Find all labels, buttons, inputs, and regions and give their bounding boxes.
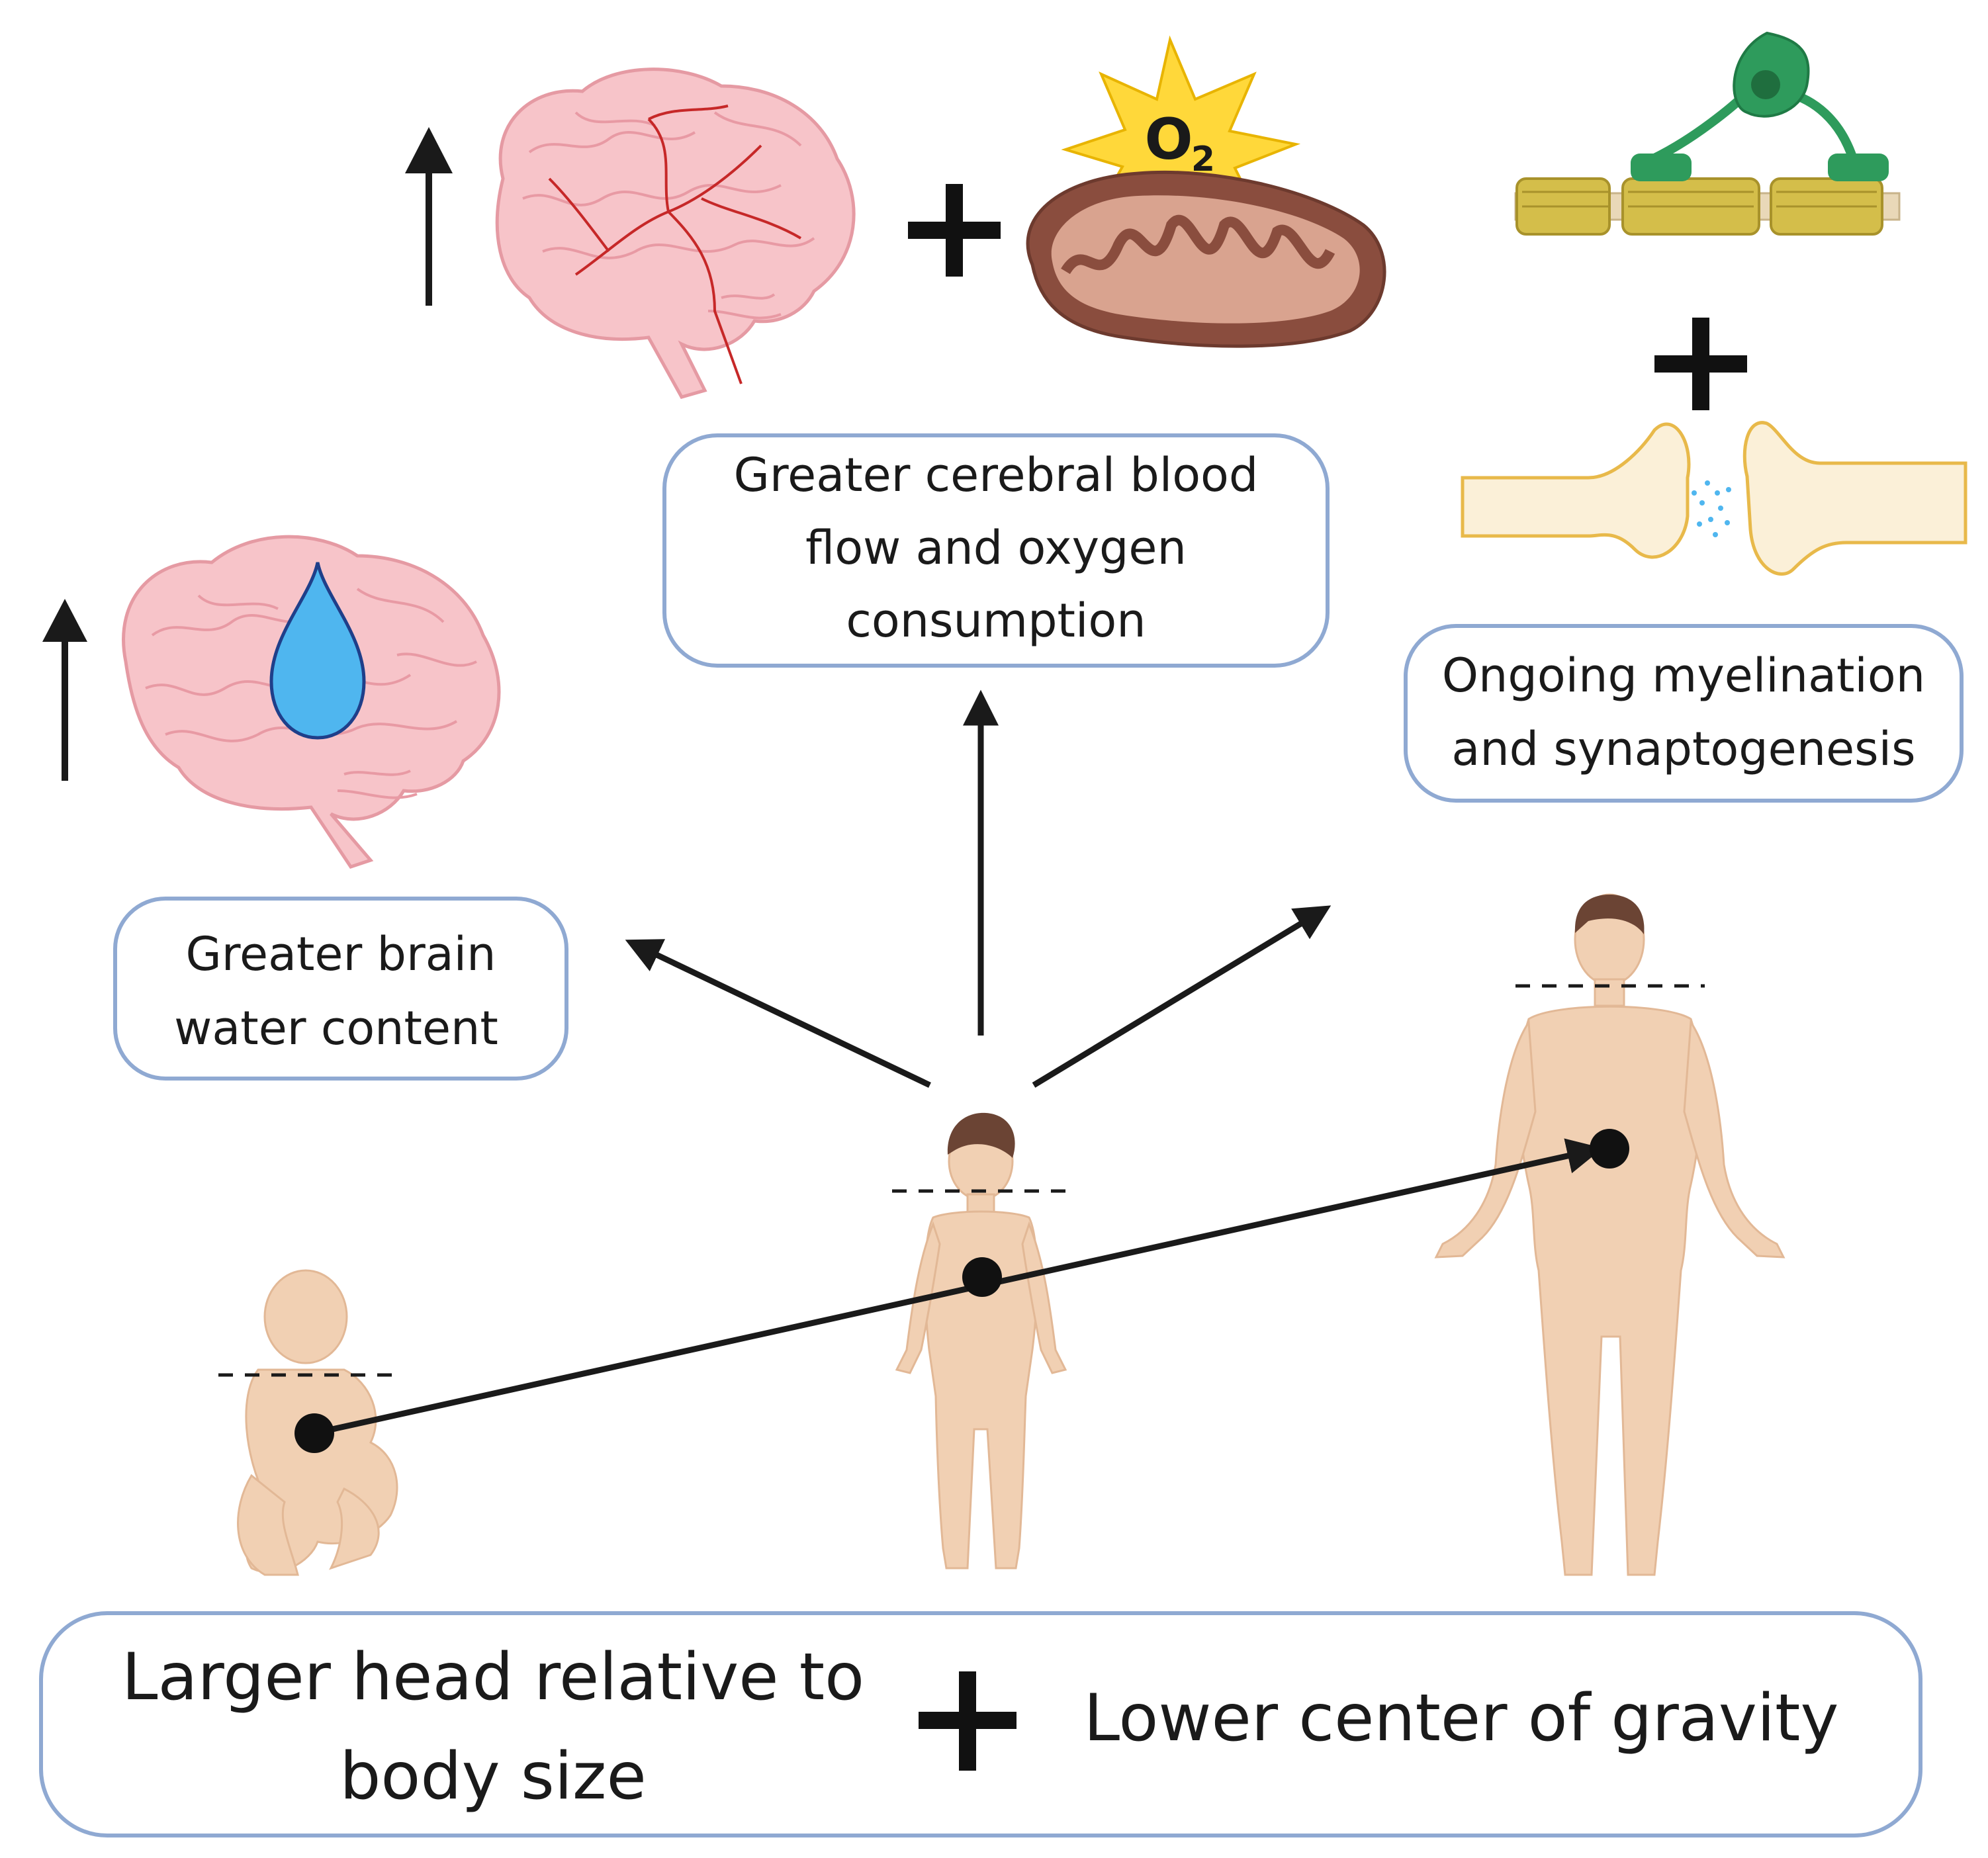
center-of-gravity-trend [294,1129,1629,1453]
water-content-box: Greater brain water content [113,897,568,1081]
water-content-line-1: Greater brain [186,927,496,981]
up-arrow-icon [42,599,87,781]
brain-water-drop-icon [122,535,501,869]
oxygen-symbol: O [1144,107,1193,173]
arrow-to-myelination [1032,905,1332,1088]
arrow-to-water-content [625,939,931,1088]
adult-figure-icon [1434,893,1785,1576]
infant-gravity-dot [294,1413,334,1453]
plus-icon [908,184,1001,277]
bottom-summary-box: Larger head relative to body size Lower … [39,1611,1922,1837]
myelination-box: Ongoing myelination and synaptogenesis [1404,624,1964,803]
myelinated-neuron-icon [1514,31,1901,236]
blood-flow-line-2: flow and oxygen [805,521,1187,575]
myelination-line-1: Ongoing myelination [1442,648,1925,703]
up-arrow-icon [405,127,453,306]
mitochondria-icon [1026,170,1386,348]
blood-flow-box: Greater cerebral blood flow and oxygen c… [662,433,1330,668]
gravity-label: Lower center of gravity [1084,1681,1839,1756]
plus-icon [1654,318,1747,410]
head-size-line-2: body size [339,1739,647,1814]
blood-flow-line-1: Greater cerebral blood [734,448,1259,502]
plus-icon [919,1671,1017,1771]
adult-gravity-dot [1590,1129,1629,1169]
myelination-line-2: and synaptogenesis [1451,722,1915,776]
brain-with-vessels-icon [495,67,856,399]
branch-arrows [625,689,1332,1088]
synapse-icon [1461,421,1967,576]
water-content-line-2: water content [174,1001,498,1055]
blood-flow-line-3: consumption [846,594,1146,648]
head-size-line-1: Larger head relative to [122,1640,864,1715]
gravity-arrow [314,1138,1603,1437]
child-figure-icon [895,1112,1067,1570]
child-gravity-dot [962,1257,1002,1297]
